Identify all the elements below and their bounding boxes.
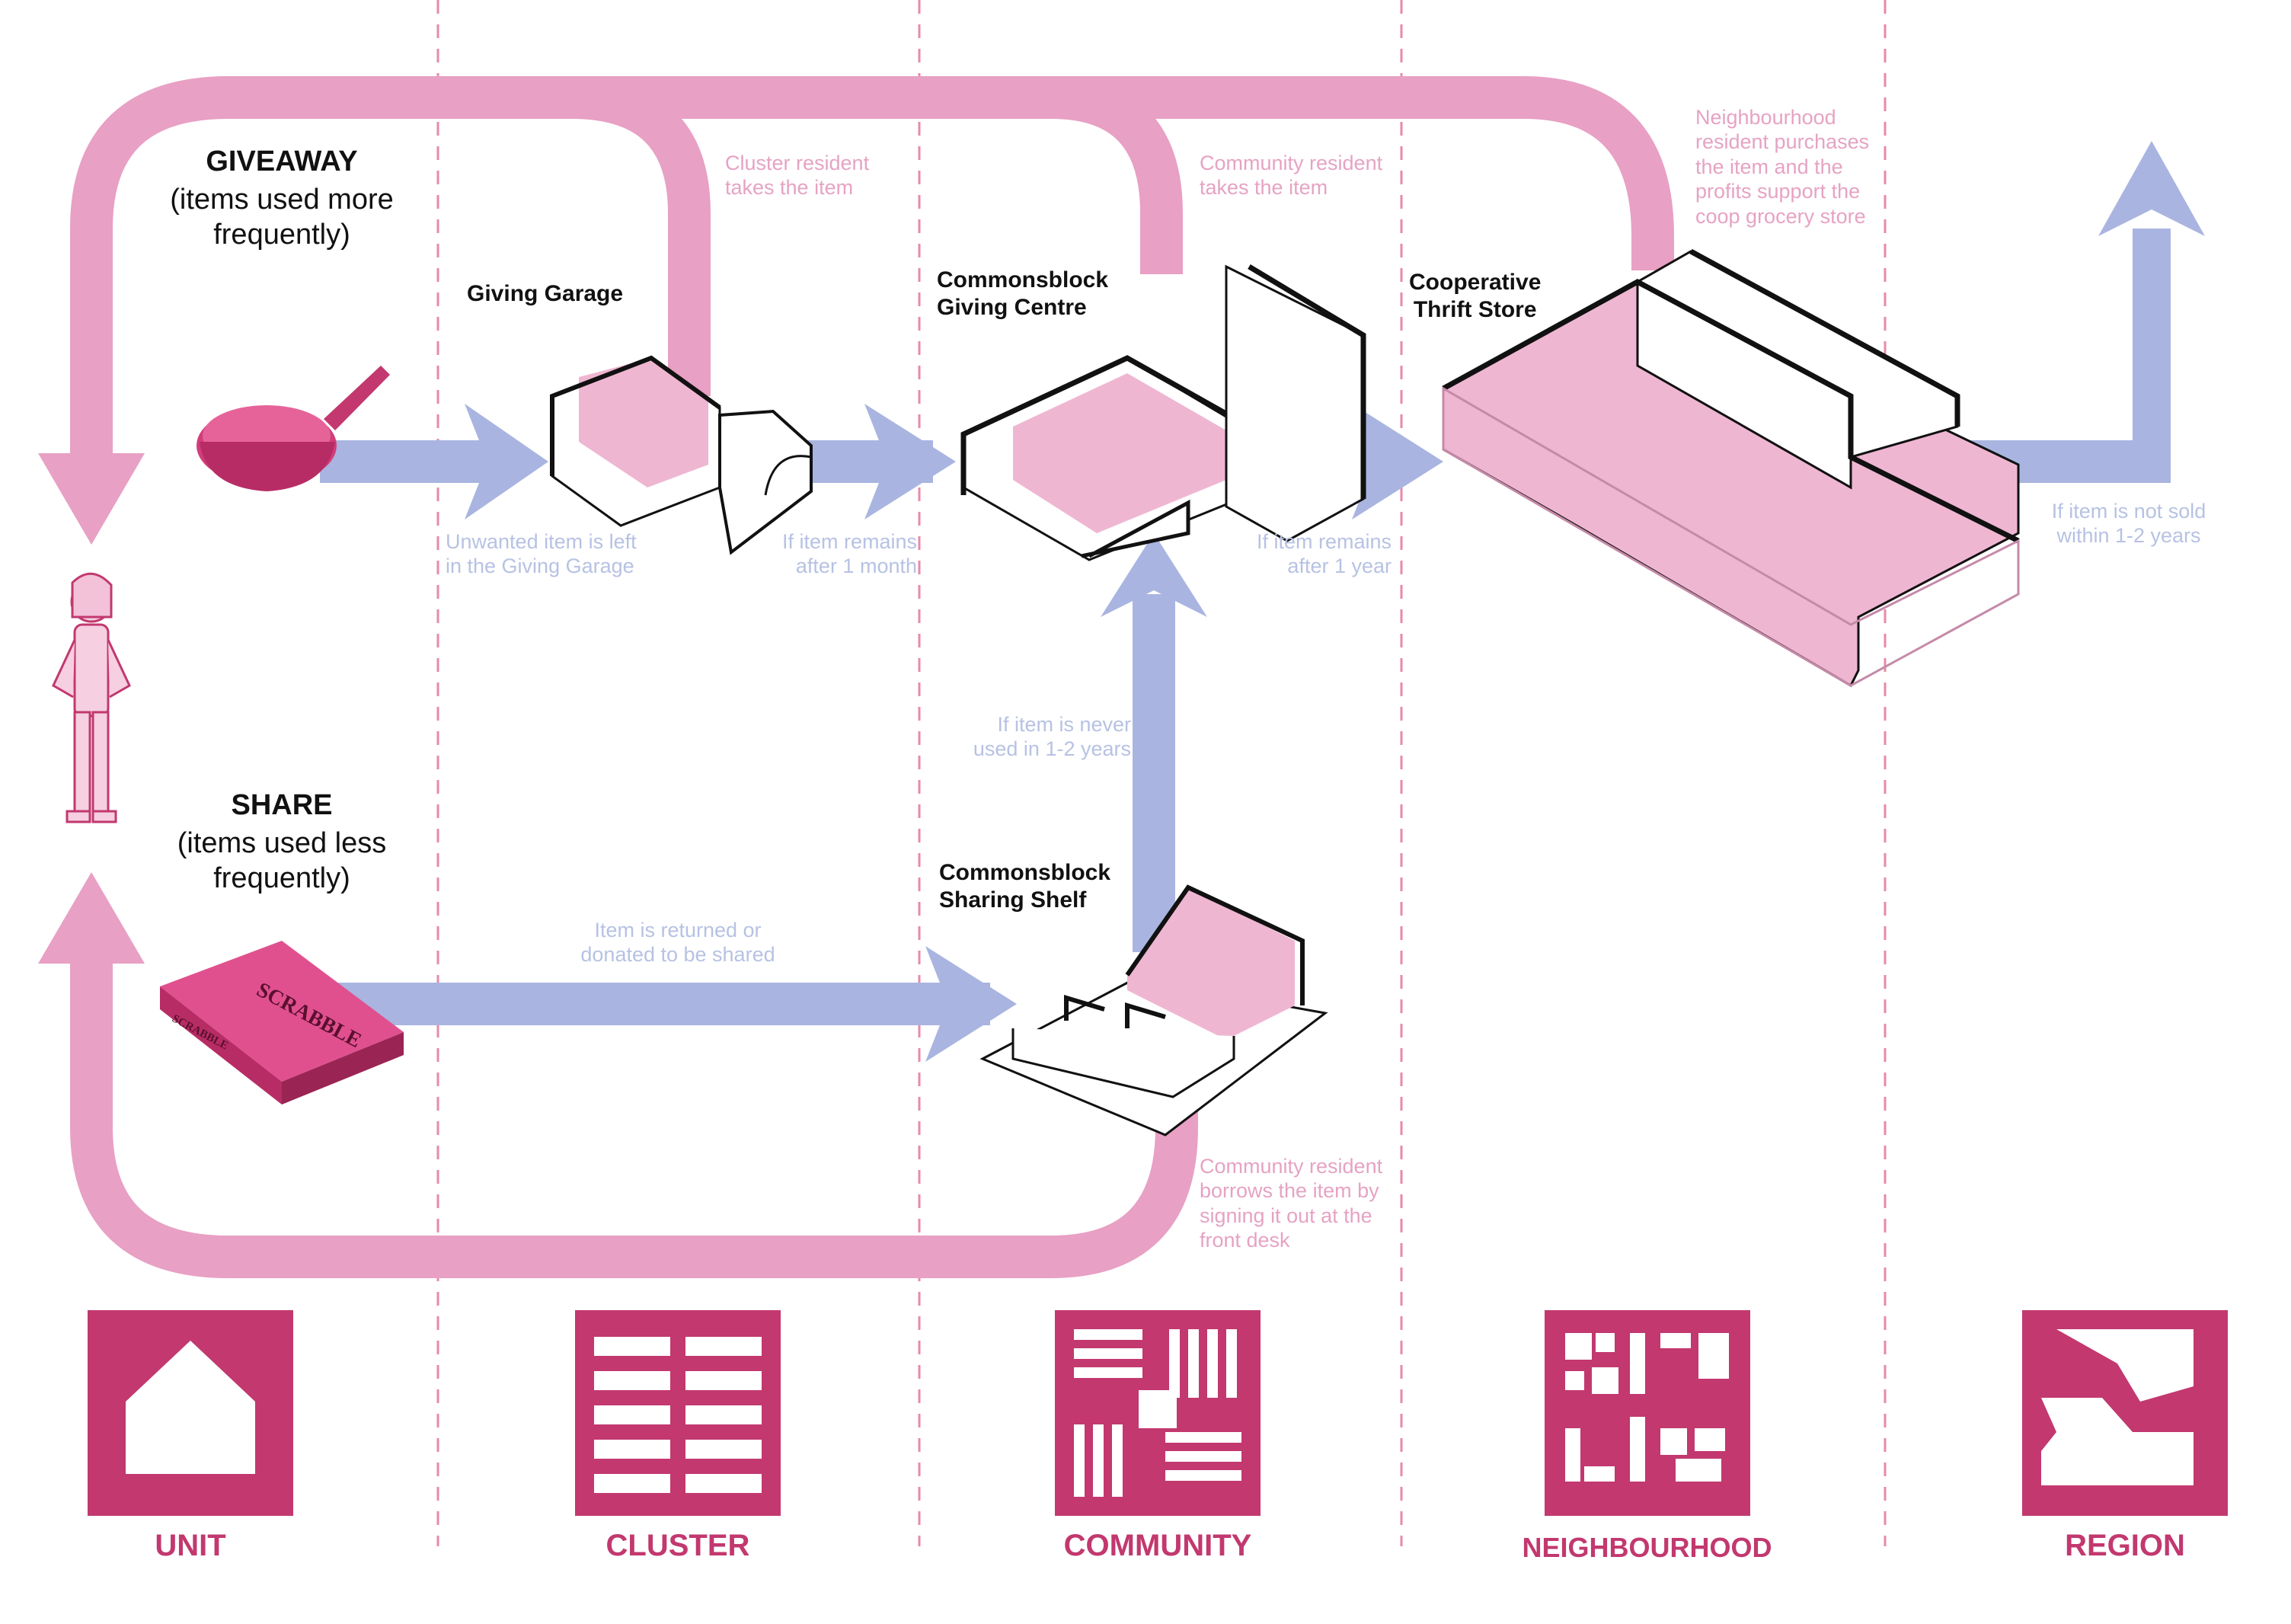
giving-garage-building bbox=[550, 355, 813, 555]
giveaway-outer-loop bbox=[70, 76, 1674, 465]
community-plan-icon bbox=[1055, 1310, 1261, 1516]
giving-garage-label: Giving Garage bbox=[467, 281, 624, 306]
scale-label-cluster: CLUSTER bbox=[606, 1529, 750, 1562]
neighbourhood-grid-icon bbox=[1545, 1310, 1750, 1516]
not-sold-note: If item is not sold within 1-2 years bbox=[2051, 500, 2206, 548]
giveaway-title: GIVEAWAY bbox=[206, 145, 358, 177]
thrift-arrowhead bbox=[1352, 404, 1443, 519]
borrows-note: Community resident borrows the item by s… bbox=[1200, 1155, 1383, 1252]
scale-label-unit: UNIT bbox=[155, 1529, 226, 1562]
giving-centre-label: Commonsblock Giving Centre bbox=[937, 267, 1109, 320]
share-loop bbox=[70, 952, 1198, 1278]
region-map-icon bbox=[2022, 1310, 2228, 1516]
garage-arrowhead bbox=[465, 404, 548, 519]
frying-pan-icon bbox=[197, 366, 390, 491]
community-takes-note: Community resident takes the item bbox=[1200, 152, 1383, 200]
giving-centre-building bbox=[960, 264, 1366, 561]
thrift-store-building bbox=[1442, 248, 2020, 688]
blue-flows bbox=[320, 141, 2205, 1062]
thrift-store-label: Cooperative Thrift Store bbox=[1409, 270, 1542, 322]
returned-donated-note: Item is returned or donated to be shared bbox=[580, 919, 775, 967]
never-used-note: If item is never used in 1-2 years bbox=[973, 713, 1131, 761]
remains-year-note: If item remains after 1 year bbox=[1256, 530, 1392, 578]
giveaway-down-arrowhead bbox=[38, 453, 145, 545]
share-arrow-shaft bbox=[320, 983, 990, 1025]
community-take-loop bbox=[1050, 76, 1183, 274]
share-up-arrowhead bbox=[38, 872, 145, 964]
cluster-takes-note: Cluster resident takes the item bbox=[725, 152, 870, 200]
sharing-shelf-label: Commonsblock Sharing Shelf bbox=[939, 860, 1111, 913]
board-game-box-icon: SCRABBLE SCRABBLE bbox=[160, 941, 404, 1105]
scale-label-region: REGION bbox=[2065, 1529, 2185, 1562]
house-icon bbox=[88, 1310, 293, 1516]
share-title: SHARE bbox=[231, 789, 333, 821]
neighbourhood-purchase-note: Neighbourhood resident purchases the ite… bbox=[1695, 106, 1870, 228]
person-icon bbox=[52, 572, 131, 823]
cluster-take-loop bbox=[570, 76, 711, 396]
centre-arrowhead bbox=[864, 404, 956, 519]
cluster-blocks-icon bbox=[575, 1310, 781, 1516]
giveaway-loop bbox=[70, 76, 1674, 465]
region-arrowhead bbox=[2098, 141, 2205, 236]
shelf-up-shaft bbox=[1133, 594, 1175, 952]
share-arrowhead bbox=[925, 946, 1017, 1062]
share-return-loop bbox=[70, 952, 1198, 1278]
scale-label-community: COMMUNITY bbox=[1063, 1529, 1252, 1562]
remains-month-note: If item remains after 1 month bbox=[781, 530, 917, 578]
sharing-shelf-building bbox=[979, 884, 1328, 1136]
scale-label-neighbourhood: NEIGHBOURHOOD bbox=[1522, 1532, 1772, 1563]
giveaway-subtitle: (items used more frequently) bbox=[170, 184, 394, 251]
left-in-garage-note: Unwanted item is left in the Giving Gara… bbox=[446, 530, 637, 578]
shelf-up-arrowhead bbox=[1101, 533, 1207, 617]
garage-arrow-shaft bbox=[320, 440, 506, 483]
share-subtitle: (items used less frequently) bbox=[177, 827, 387, 894]
scale-icons bbox=[88, 1310, 2228, 1516]
